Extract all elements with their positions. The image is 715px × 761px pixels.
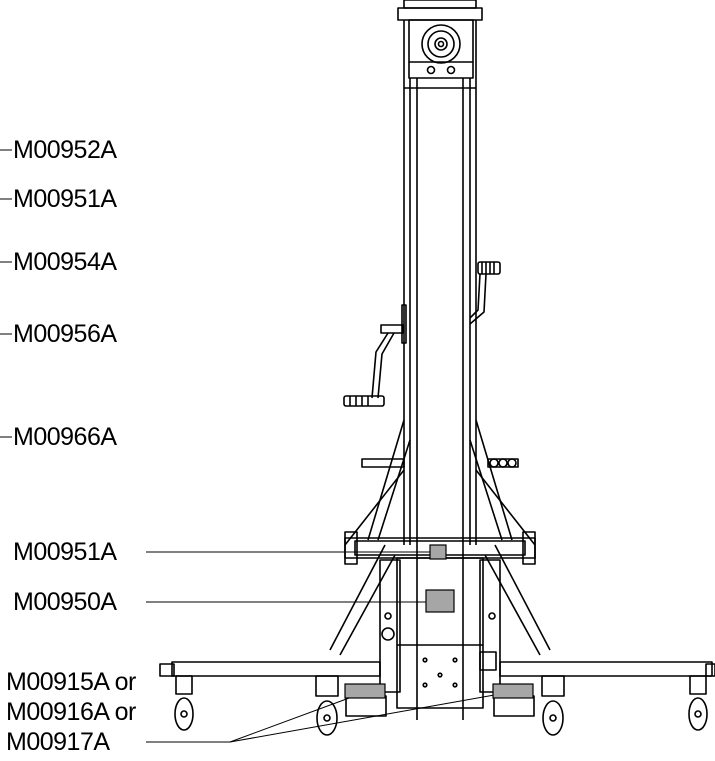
base-legs [159,661,715,677]
decal-m00950a [425,589,455,613]
decals [344,544,534,699]
base-carriage [379,557,501,709]
label-m00951a-top: M00951A [13,185,117,213]
label-m00917a: M00917A [6,728,110,756]
label-m00915a: M00915A or [6,668,136,696]
decal-m00951a [429,544,447,560]
side-knobs [361,458,519,468]
top-pulley [397,0,483,79]
left-winch-handle [343,304,407,407]
label-m00951a-bottom: M00951A [13,538,117,566]
label-m00952a: M00952A [13,136,117,164]
label-m00954a: M00954A [13,248,117,276]
label-m00956a: M00956A [13,320,117,348]
right-winch-handle [469,261,501,325]
decal-left-base [344,683,386,699]
casters [174,675,708,736]
mast [403,20,477,720]
label-m00916a: M00916A or [6,698,136,726]
leader-lines [0,149,501,743]
label-m00950a: M00950A [13,588,117,616]
label-m00966a: M00966A [13,423,117,451]
decal-right-base [492,683,534,699]
